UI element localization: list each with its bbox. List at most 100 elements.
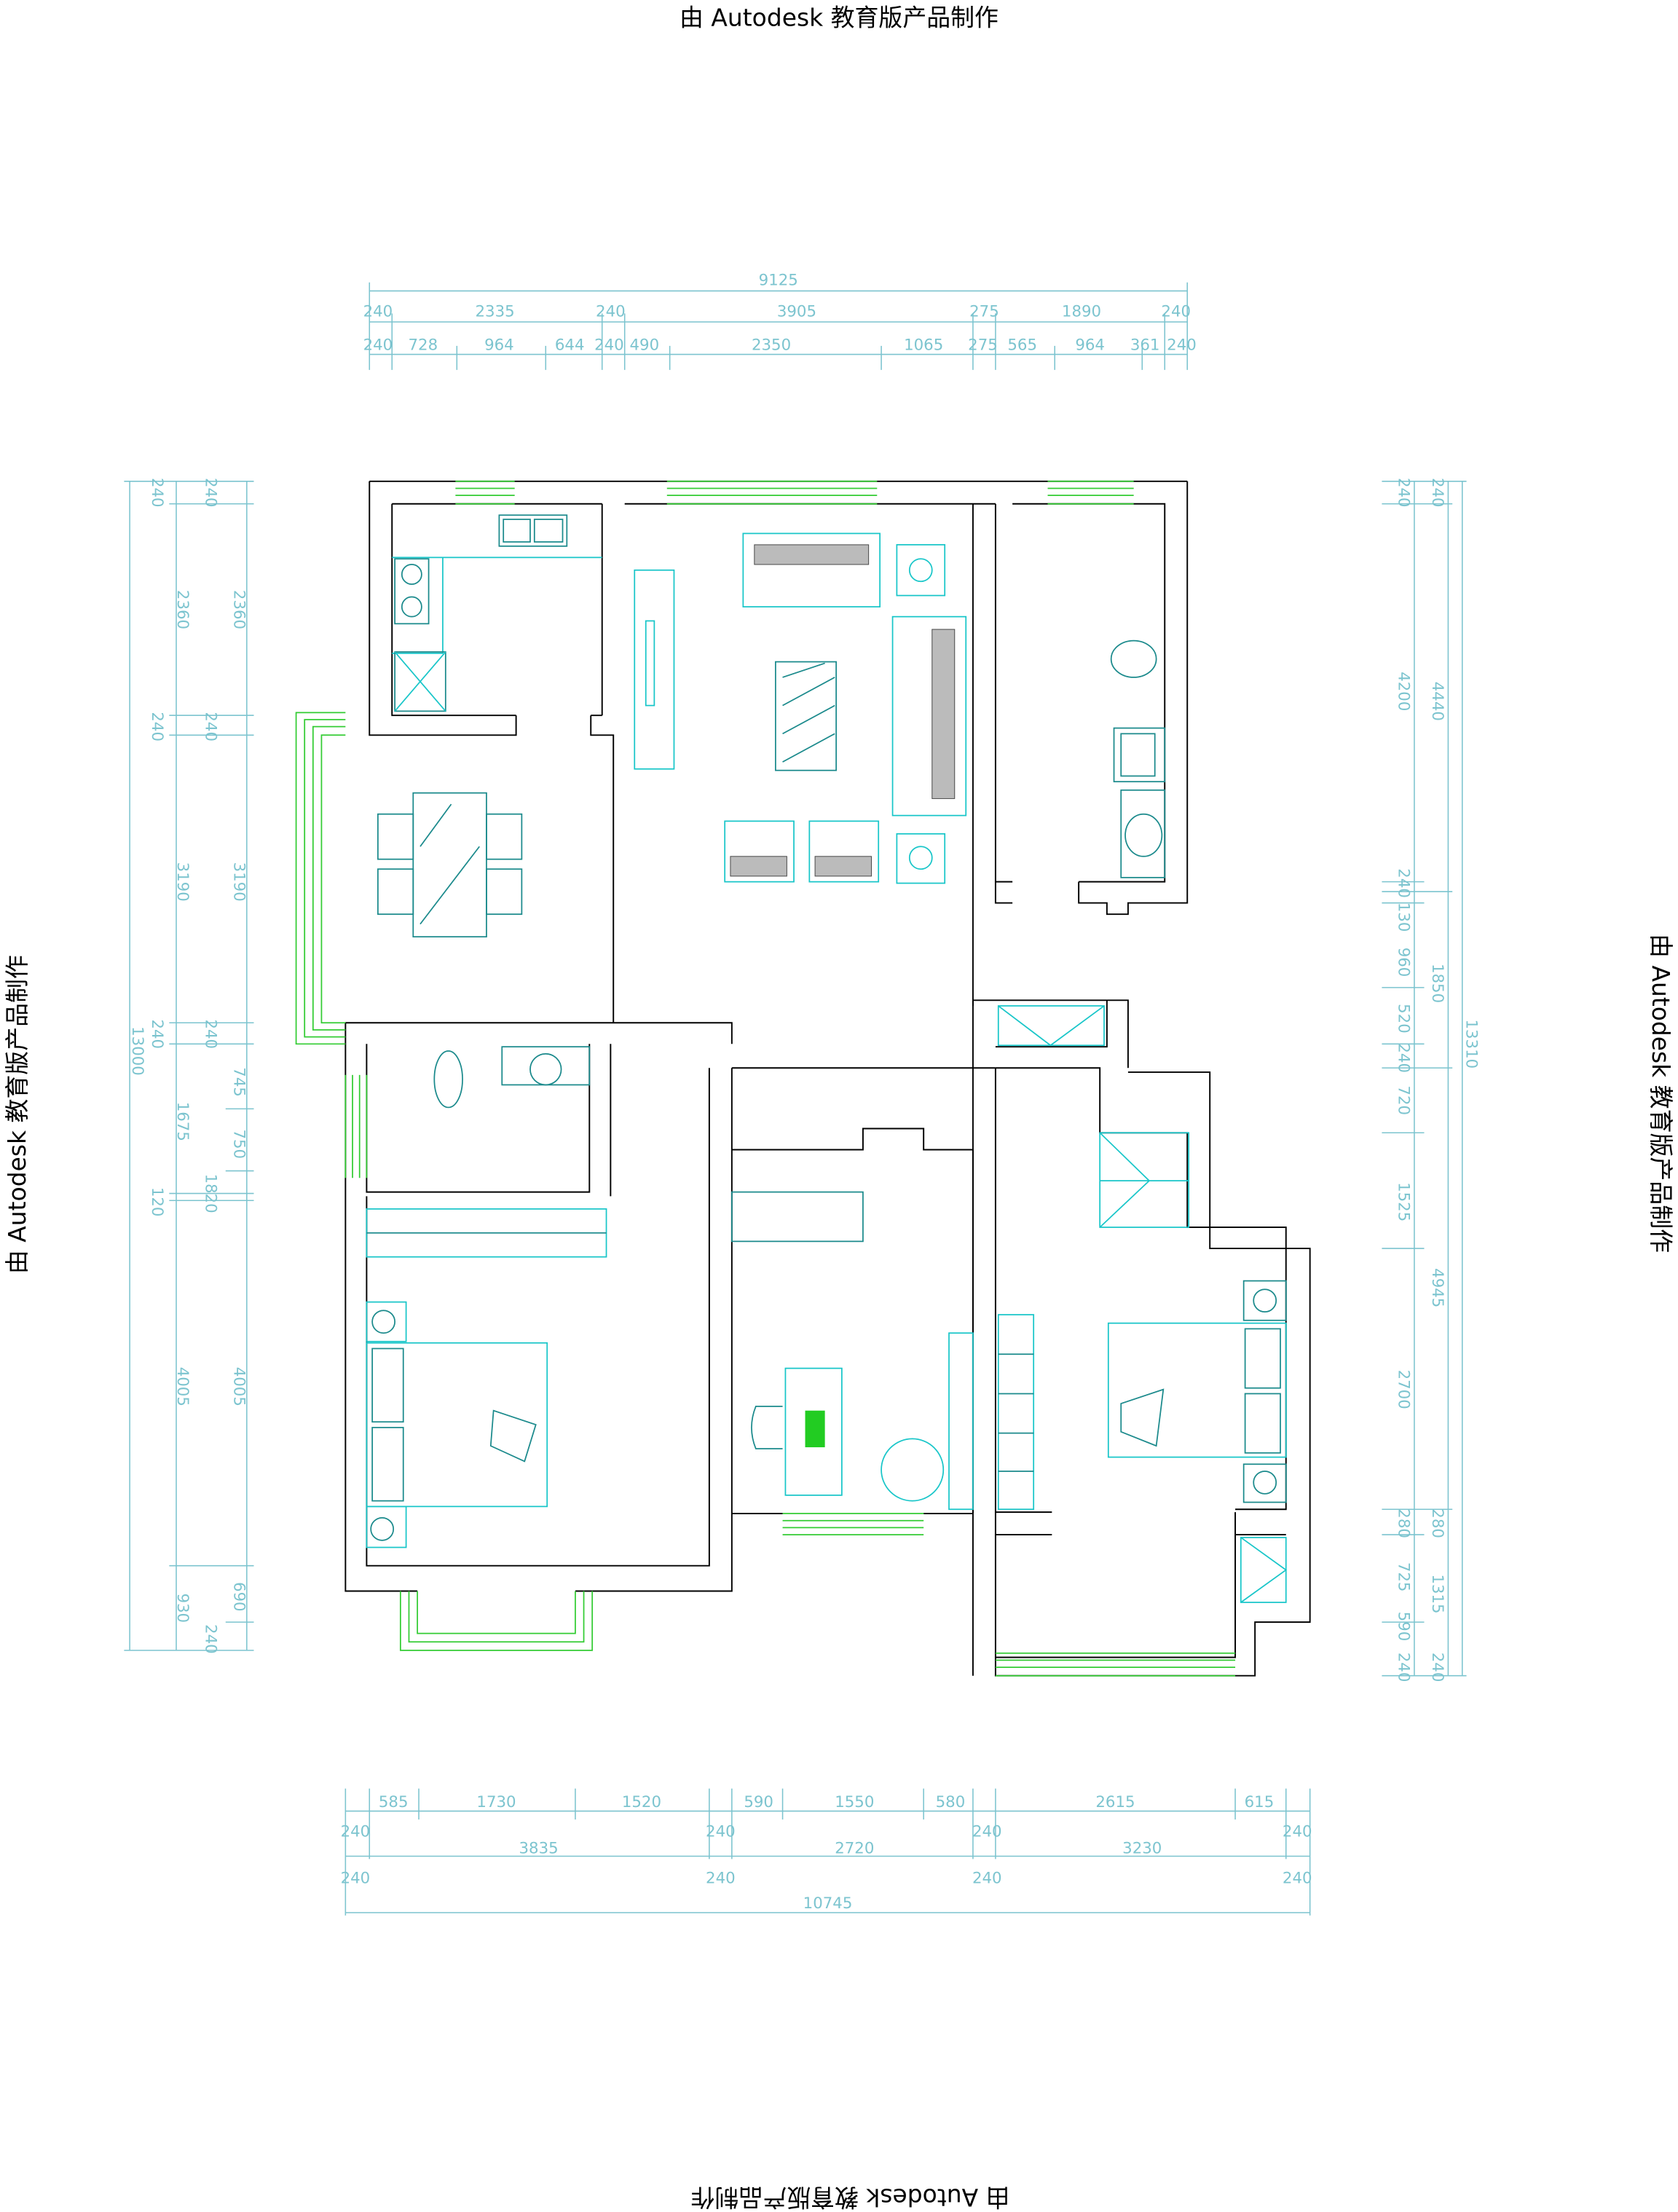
dimension-label: 240 [1283,1869,1312,1887]
dimension-lines [124,282,1467,1916]
watermark-bottom: 由 Autodesk 教育版产品制作 [691,2183,1010,2211]
study-wardrobe [730,1191,864,1243]
dimension-label: 280 [1428,1508,1446,1538]
dimension-label: 2350 [752,336,791,355]
dimension-label: 960 [1395,948,1413,977]
dimension-label: 3905 [777,302,816,320]
dimension-label: 240 [972,1822,1002,1841]
gas-stove [394,558,430,625]
dimension-label: 240 [202,712,220,741]
double-bed [366,1342,548,1508]
washbasin [1120,789,1166,878]
toilet [1110,639,1157,678]
dimension-label: 490 [630,336,660,355]
nightstand [1242,1463,1287,1503]
dimension-label: 2360 [229,590,248,629]
dimension-label: 720 [1395,1085,1413,1115]
dimension-label: 10745 [803,1894,853,1913]
dimension-label: 728 [409,336,438,355]
refrigerator [394,651,446,712]
wardrobe [366,1208,607,1258]
dimension-label: 1890 [1062,302,1101,320]
watermark-left: 由 Autodesk 教育版产品制作 [3,955,31,1274]
dimension-label: 240 [1283,1822,1312,1841]
dimension-label: 4440 [1428,682,1446,721]
dimension-label: 4945 [1428,1268,1446,1307]
dimension-label: 240 [341,1869,371,1887]
dimension-label: 725 [1395,1562,1413,1592]
sofa-right [891,615,967,816]
nightstand-phone [366,1506,407,1548]
dimension-label: 580 [936,1793,966,1811]
dimension-label: 3190 [173,862,192,902]
kitchen-sink [498,514,568,547]
toilet [433,1050,463,1109]
watermark-right: 由 Autodesk 教育版产品制作 [1647,934,1675,1253]
dimension-label: 240 [706,1822,736,1841]
dimension-label: 1850 [1428,964,1446,1003]
dimension-label: 1820 [202,1173,220,1213]
dimension-label: 2335 [475,302,514,320]
dimension-label: 240 [363,336,393,355]
desk-chair [751,1406,783,1449]
dimension-label: 2700 [1395,1370,1413,1409]
sofa-top [742,532,881,607]
dimension-label: 615 [1245,1793,1275,1811]
dimension-label: 240 [1395,478,1413,508]
dimension-label: 565 [1007,336,1037,355]
dimension-label: 13000 [128,1026,146,1076]
dimension-label: 240 [202,1624,220,1654]
tv-cabinet [634,569,675,770]
double-bed [1107,1322,1287,1458]
dimension-label: 3190 [229,862,248,902]
dimension-label: 3230 [1122,1840,1162,1858]
dimension-label: 585 [379,1793,409,1811]
dimension-label: 1675 [173,1102,192,1141]
dimension-label: 240 [972,1869,1002,1887]
dimension-label: 13310 [1462,1019,1481,1068]
dimension-label: 590 [744,1793,773,1811]
dimension-label: 930 [173,1593,192,1623]
dimension-label: 1065 [904,336,943,355]
dimension-label: 9125 [759,272,798,290]
dimension-label: 1550 [835,1793,874,1811]
dimension-label: 361 [1130,336,1160,355]
dimension-label: 4005 [229,1367,248,1406]
walls [344,480,1311,1677]
armchair-left [724,820,795,883]
tall-cabinet [948,1332,974,1511]
dimension-label: 4005 [173,1367,192,1406]
dimension-label: 690 [229,1582,248,1612]
wardrobe-bedroom [997,1314,1035,1511]
nightstand [1242,1280,1287,1321]
lounge-chair [881,1438,945,1502]
dimension-label: 130 [1395,902,1413,932]
windows [295,480,1236,1677]
dimension-label: 120 [148,1187,166,1217]
watermark-top: 由 Autodesk 教育版产品制作 [680,3,998,31]
dimension-label: 240 [596,302,626,320]
dimension-label: 2720 [835,1840,874,1858]
dimension-label: 240 [202,1019,220,1049]
dimension-label: 590 [1395,1612,1413,1642]
dimension-label: 240 [1161,302,1191,320]
dimension-label: 240 [1167,336,1197,355]
dimension-label: 644 [555,336,585,355]
dimension-label: 745 [229,1067,248,1097]
dimension-label: 240 [1395,1043,1413,1073]
dimension-label: 1525 [1395,1182,1413,1221]
dimension-label: 964 [484,336,514,355]
desk [784,1367,843,1496]
dimension-label: 240 [202,478,220,508]
dimension-label: 240 [1395,868,1413,898]
dimension-label: 240 [148,712,166,741]
dimension-label: 1520 [622,1793,661,1811]
coffee-table [775,661,837,771]
dimension-label: 240 [341,1822,371,1841]
dimension-label: 750 [229,1129,248,1159]
dimension-label: 275 [969,302,999,320]
dimension-label: 240 [1428,478,1446,508]
shoe-cabinet [997,1005,1105,1047]
dimension-label: 964 [1075,336,1105,355]
dimension-label: 2615 [1095,1793,1135,1811]
